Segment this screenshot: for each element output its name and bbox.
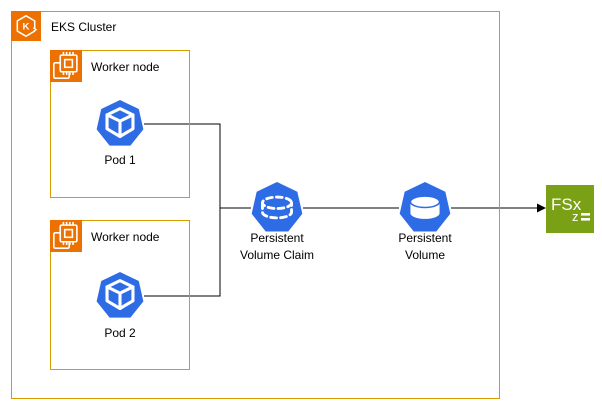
fsx-zfs-bar <box>581 213 590 216</box>
pod-1-icon <box>96 100 144 146</box>
persistent-volume-label: Persistent Volume <box>365 230 485 264</box>
worker-node-1-group: Worker node <box>50 50 190 198</box>
worker-node-2-label: Worker node <box>91 230 160 244</box>
arrowhead-icon <box>537 203 546 213</box>
fsx-sub-label: z <box>572 209 579 224</box>
eks-cluster-group: K EKS Cluster <box>11 11 500 399</box>
worker-node-icon <box>50 50 82 82</box>
pv-label-line2: Volume <box>404 248 446 262</box>
pod-1-label: Pod 1 <box>104 153 136 167</box>
fsx-label: FSx <box>551 195 582 214</box>
fsx-zfs-bar <box>581 218 590 221</box>
worker-node-1-label: Worker node <box>91 60 160 74</box>
persistent-volume-claim-label: Persistent Volume Claim <box>217 230 337 264</box>
fsx-openzfs-node: FSx z <box>546 185 594 233</box>
fsx-openzfs-icon: FSx z <box>551 195 590 224</box>
worker-node-2-group: Worker node <box>50 220 190 370</box>
svg-text:K: K <box>23 21 30 32</box>
worker-node-icon <box>50 220 82 252</box>
persistent-volume-claim-icon <box>251 182 303 232</box>
eks-icon: K <box>11 11 41 41</box>
pvc-label-line1: Persistent <box>250 231 304 245</box>
pod-2-label: Pod 2 <box>104 326 136 340</box>
pod-2-icon <box>96 272 144 318</box>
pvc-label-line2: Volume Claim <box>239 248 315 262</box>
pv-label-line1: Persistent <box>398 231 452 245</box>
eks-cluster-label: EKS Cluster <box>51 20 117 34</box>
persistent-volume-icon <box>399 182 451 232</box>
